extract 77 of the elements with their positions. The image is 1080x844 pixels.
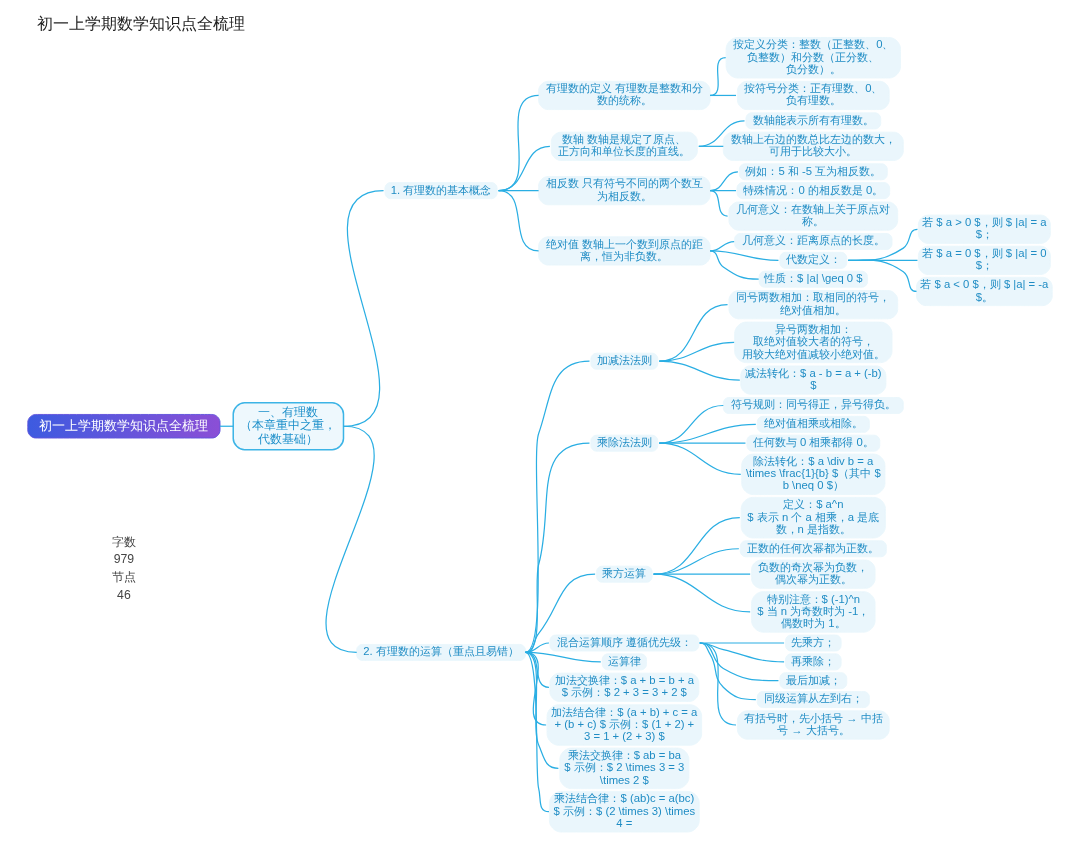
node-box: 正数的任何次幂都为正数。 [739, 540, 887, 558]
node-box: 一、有理数（本章重中之重，代数基础） [232, 401, 345, 451]
node-box: 特殊情况：0 的相反数是 0。 [736, 182, 891, 200]
connector [652, 548, 740, 575]
node-box: 混合运算顺序 遵循优先级： [549, 634, 700, 652]
node-box: 加法结合律：$ (a + b) + c = a + (b + c) $ 示例：$ (1 + 2) + 3 = 1 + (2 + 3) $ [546, 704, 703, 746]
node-box: 2. 有理数的运算（重点且易错） [356, 643, 526, 661]
node-box: 几何意义：距离原点的长度。 [734, 233, 893, 250]
connector [497, 190, 540, 252]
node-box: 有理数的定义 有理数是整数和分数的统称。 [538, 80, 711, 111]
connector [698, 120, 746, 147]
node-box: 异号两数相加：取绝对值较大者的符号，用较大绝对值减较小绝对值。 [734, 321, 893, 364]
connector [709, 57, 727, 97]
node-box: 负数的奇次幂为负数，偶次幂为正数。 [751, 559, 876, 589]
node-box: 乘法交换律：$ ab = ba $ 示例：$ 2 \times 3 = 3 \times 2 $ [559, 747, 690, 790]
node-box: 几何意义：在数轴上关于原点对称。 [728, 201, 899, 231]
node-box: 数轴能表示所有有理数。 [745, 112, 882, 130]
node-box: 同级运算从左到右； [756, 691, 870, 709]
connector [658, 360, 741, 381]
connector [658, 442, 742, 475]
node-box: 先乘方； [785, 634, 842, 652]
connector [342, 190, 385, 427]
connector [658, 341, 735, 362]
node-box: 相反数 只有符号不同的两个数互为相反数。 [538, 176, 711, 206]
connector [847, 259, 918, 293]
node-box: 符号规则：同号得正，异号得负。 [722, 397, 904, 414]
node-box: 绝对值 数轴上一个数到原点的距离，恒为非负数。 [538, 236, 711, 266]
node-box: 例如：5 和 -5 互为相反数。 [738, 163, 888, 181]
node-box: 乘除法法则 [590, 434, 659, 452]
diagram-title: 初一上学期数学知识点全梳理 [37, 13, 246, 32]
node-box: 按定义分类：整数（正整数、0、负整数）和分数（正分数、负分数）。 [725, 37, 901, 79]
node-box: 绝对值相乘或相除。 [756, 415, 870, 433]
connector [524, 360, 591, 654]
node-box: 代数定义： [779, 251, 848, 269]
node-box: 乘法结合律：$ (ab)c = a(bc) $ 示例：$ (2 \times 3) \times 4 = [548, 791, 700, 833]
connector [699, 642, 737, 726]
node-box: 加减法法则 [590, 352, 659, 370]
connector [709, 250, 760, 280]
node-box: 性质：$ |a| \geq 0 $ [758, 270, 868, 288]
node-box: 若 $ a > 0 $，则 $ |a| = a $； [917, 214, 1051, 244]
node-box: 若 $ a = 0 $，则 $ |a| = 0 $； [917, 245, 1051, 275]
node-box: 运算律 [601, 653, 647, 671]
connector [698, 145, 724, 147]
node-box: 最后加减； [779, 672, 848, 690]
connector [658, 404, 724, 444]
label: 46 [117, 588, 131, 603]
node-box: 同号两数相加：取相同的符号，绝对值相加。 [728, 290, 899, 320]
node-box: 有括号时，先小括号 → 中括号 → 大括号。 [737, 710, 890, 740]
node-box: 数轴上右边的数总比左边的数大，可用于比较大小。 [722, 131, 904, 161]
node-box: 除法转化：$ a \div b = a \times \frac{1}{b} $（其中 $ b \neq 0 $） [741, 453, 886, 496]
connector [325, 425, 375, 654]
connector [524, 651, 550, 813]
connector [524, 651, 559, 769]
node-box: 按符号分类：正有理数、0、负有理数。 [737, 80, 890, 111]
label: 节点 [111, 570, 136, 585]
node-box: 再乘除； [785, 653, 842, 671]
connector [652, 517, 741, 575]
node-box: 若 $ a < 0 $，则 $ |a| = -a $。 [916, 276, 1053, 307]
node-box: 1. 有理数的基本概念 [384, 182, 498, 200]
connector [658, 423, 757, 444]
connector [709, 190, 729, 217]
connector [524, 573, 596, 654]
connector [709, 250, 780, 261]
label: 979 [113, 552, 135, 567]
connector [699, 642, 785, 663]
node-box: 任何数与 0 相乘都得 0。 [746, 434, 881, 452]
node-box: 特别注意：$ (-1)^n $ 当 n 为奇数时为 -1，偶数时为 1。 [751, 591, 876, 633]
node-box: 减法转化：$ a - b = a + (-b) $ [740, 365, 887, 395]
node-box: 数轴 数轴是规定了原点、正方向和单位长度的直线。 [550, 131, 698, 161]
connector [699, 642, 785, 644]
connector [709, 94, 737, 97]
node-box: 加法交换律：$ a + b = b + a $ 示例：$ 2 + 3 = 3 + 2 $ [549, 672, 700, 702]
node-box: 定义：$ a^n $ 表示 n 个 a 相乘，a 是底数，n 是指数。 [740, 496, 886, 539]
node-box: 初一上学期数学知识点全梳理 [27, 414, 221, 439]
connector [652, 573, 751, 613]
label: 字数 [111, 534, 136, 549]
node-box: 乘方运算 [596, 565, 653, 583]
